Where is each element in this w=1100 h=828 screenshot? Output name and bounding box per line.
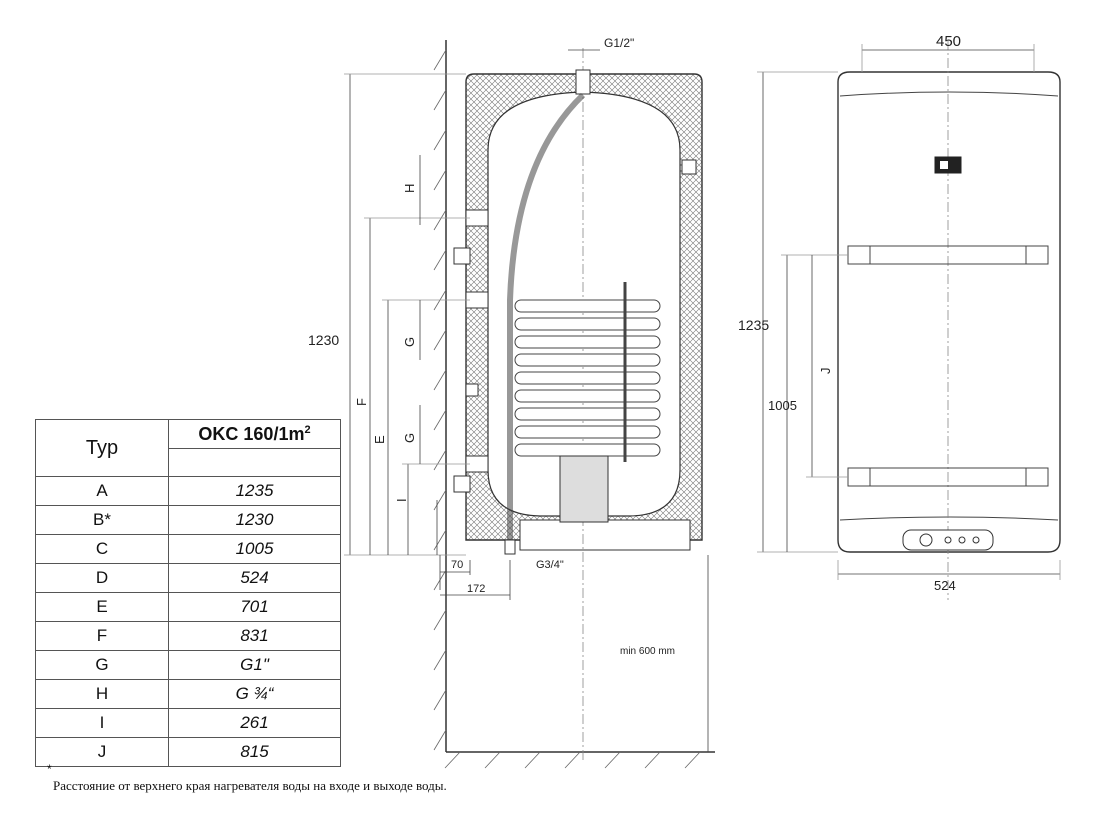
control-panel	[902, 529, 994, 551]
table-cell-value: 1005	[168, 534, 341, 564]
footnote-mark: *	[47, 762, 52, 776]
table-cell-value: 831	[168, 621, 341, 651]
top-fitting	[575, 69, 591, 95]
table-cell-value: 815	[168, 737, 341, 767]
dim-i-label: I	[394, 498, 409, 502]
side-fittings	[453, 159, 697, 493]
model-superscript: 2	[304, 423, 311, 436]
table-header-type: Typ	[35, 419, 169, 477]
table-cell-key: C	[35, 534, 169, 564]
table-cell-key: D	[35, 563, 169, 593]
heater-body	[837, 71, 1061, 553]
front-width-bottom-label: 524	[934, 578, 956, 593]
bottom-fitting	[504, 539, 516, 555]
dim-e-label: E	[372, 435, 387, 444]
table-cell-key: I	[35, 708, 169, 738]
table-header-row: Typ OKC 160/1m2	[35, 419, 341, 477]
table-cell-key: J	[35, 737, 169, 767]
wall	[433, 40, 715, 769]
dip-tube	[507, 92, 586, 540]
table-cell-key: F	[35, 621, 169, 651]
bottom-cover	[519, 519, 691, 551]
table-cell-value: 701	[168, 592, 341, 622]
dim-172-label: 172	[467, 583, 485, 595]
table-cell-value: 1230	[168, 505, 341, 535]
dim-total-label: 1230	[308, 332, 339, 348]
front-height-label: 1235	[738, 317, 769, 333]
heating-element	[559, 455, 609, 523]
table-cell-value: 261	[168, 708, 341, 738]
dim-70-label: 70	[451, 559, 463, 571]
dim-g-upper-label: G	[402, 337, 417, 347]
table-row: B*1230	[35, 505, 341, 535]
min-gap-label: min 600 mm	[620, 646, 675, 657]
front-dim-1005-label: 1005	[768, 398, 797, 413]
table-cell-key: H	[35, 679, 169, 709]
table-cell-value: G ¾“	[168, 679, 341, 709]
front-width-top-label: 450	[936, 33, 961, 50]
heat-exchanger-coil	[514, 282, 661, 462]
table-cell-key: B*	[35, 505, 169, 535]
model-name: OKC 160/1m	[198, 423, 305, 444]
front-view: 450 1235 J 1005 524	[738, 33, 1061, 600]
bottom-fitting-label: G3/4"	[536, 559, 564, 571]
table-header-empty	[168, 448, 341, 477]
table-cell-value: 1235	[168, 476, 341, 506]
front-dim-j-label: J	[818, 368, 833, 375]
top-fitting-label: G1/2"	[604, 36, 634, 50]
dim-f-label: F	[354, 398, 369, 406]
table-cell-value: 524	[168, 563, 341, 593]
dim-g-lower-label: G	[402, 433, 417, 443]
side-view: 1230 G1/2" H G G F E I 70 172 G3/4" min …	[308, 36, 715, 769]
footnote-text: Расстояние от верхнего края нагревателя …	[53, 778, 447, 793]
dim-h-label: H	[402, 184, 417, 193]
table-cell-key: A	[35, 476, 169, 506]
table-header-model: OKC 160/1m2	[168, 419, 341, 449]
table-cell-key: E	[35, 592, 169, 622]
table-cell-value: G1"	[168, 650, 341, 680]
table-cell-key: G	[35, 650, 169, 680]
